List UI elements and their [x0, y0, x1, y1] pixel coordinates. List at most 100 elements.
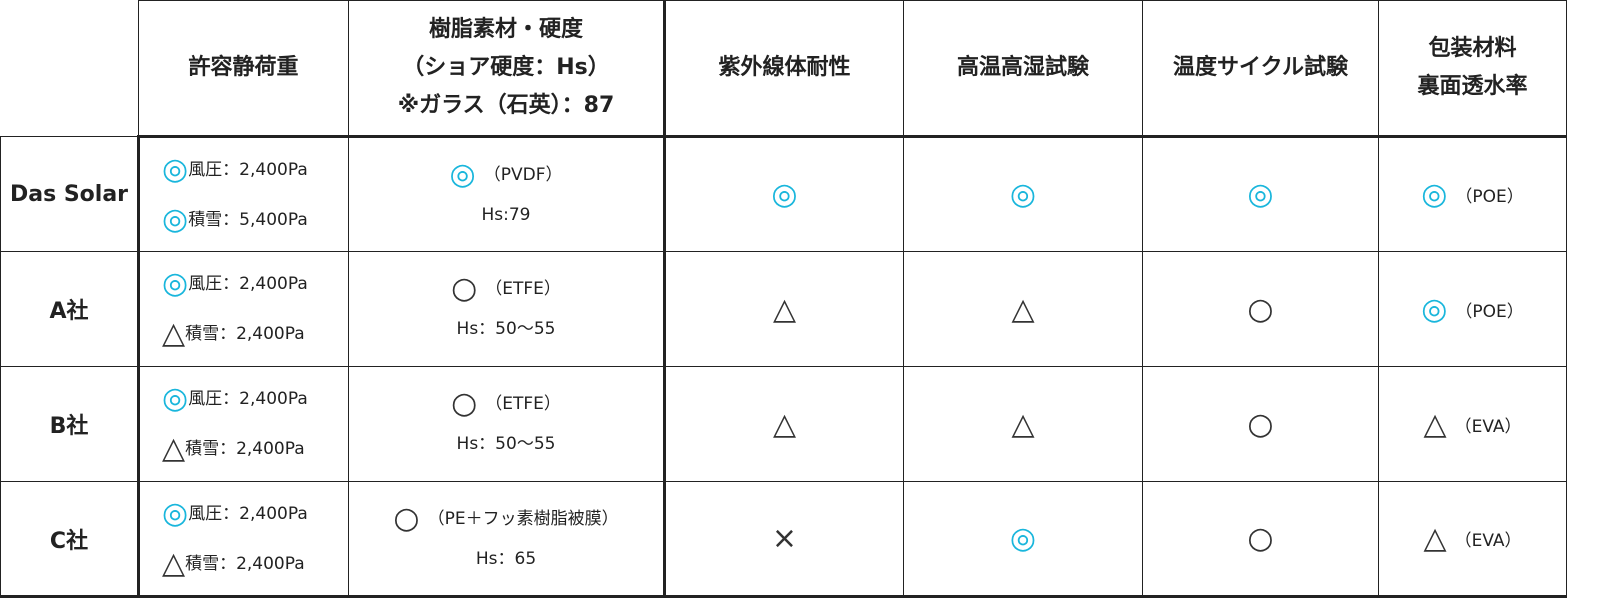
table-row: C社 ◎風圧：2,400Pa △積雪：2,400Pa ○（PE＋フッ素樹脂被膜）…	[0, 481, 1567, 598]
rating-icon: ◎	[162, 266, 189, 301]
header-packaging: 包装材料 裏面透水率	[1378, 0, 1567, 138]
table-row: A社 ◎風圧：2,400Pa △積雪：2,400Pa ○（ETFE） Hs：50…	[0, 251, 1567, 367]
resin-line: ○ （ETFE）	[349, 384, 663, 424]
packaging-cell: △ （EVA）	[1378, 481, 1567, 598]
row-label: B社	[0, 366, 140, 482]
resin-cell: ○ （ETFE） Hs：50〜55	[348, 251, 666, 367]
uv-cell: ◎	[664, 136, 904, 252]
snow-text: 積雪：2,400Pa	[185, 324, 305, 344]
packaging-cell: ◎ （POE）	[1378, 251, 1567, 367]
corner-cell	[0, 0, 139, 137]
heat-cell: △	[903, 251, 1143, 367]
rating-icon: ○	[451, 386, 478, 421]
header-resin-line1: 樹脂素材・硬度	[428, 17, 583, 42]
rating-icon: ◎	[1421, 291, 1448, 327]
static-load-cell: ◎風圧：2,400Pa △積雪：2,400Pa	[138, 251, 349, 367]
header-resin-line3: ※ガラス（石英）：87	[397, 93, 615, 118]
rating-icon: △	[1423, 406, 1447, 442]
rating-icon: ◎	[1009, 521, 1037, 556]
snow-line: △積雪：2,400Pa	[162, 539, 348, 589]
header-packaging-line1: 包装材料	[1428, 36, 1517, 61]
rating-icon: ◎	[162, 495, 189, 531]
rating-icon: ○	[451, 271, 478, 306]
table-row: B社 ◎風圧：2,400Pa △積雪：2,400Pa ○（ETFE） Hs：50…	[0, 366, 1567, 482]
snow-text: 積雪：5,400Pa	[188, 209, 308, 230]
resin-text: （ETFE）	[485, 394, 561, 414]
wind-line: ◎風圧：2,400Pa	[162, 374, 348, 424]
header-packaging-line2: 裏面透水率	[1417, 74, 1528, 99]
resin-hs: Hs：50〜55	[456, 434, 556, 454]
resin-hs: Hs：65	[475, 548, 537, 569]
resin-line: ○ （ETFE）	[349, 269, 663, 309]
cycle-cell: ○	[1142, 481, 1379, 598]
wind-text: 風圧：2,400Pa	[188, 274, 308, 294]
static-load-cell: ◎風圧：2,400Pa △積雪：2,400Pa	[138, 366, 349, 482]
wind-text: 風圧：2,400Pa	[188, 389, 308, 409]
wind-text: 風圧：2,400Pa	[188, 503, 308, 524]
table-row: Das Solar ◎風圧：2,400Pa ◎積雪：5,400Pa ◎（PVDF…	[0, 136, 1567, 252]
resin-cell: ○ （PE＋フッ素樹脂被膜） Hs：65	[348, 481, 666, 598]
rating-icon: ○	[1247, 521, 1274, 556]
resin-cell: ○ （ETFE） Hs：50〜55	[348, 366, 666, 482]
rating-icon: ◎	[1247, 177, 1274, 212]
packaging-cell: ◎（POE）	[1378, 136, 1567, 252]
rating-icon: ◎	[449, 156, 476, 192]
heat-cell: ◎	[903, 136, 1143, 252]
row-label: A社	[0, 251, 140, 367]
resin-line: ○ （PE＋フッ素樹脂被膜）	[349, 499, 663, 539]
snow-text: 積雪：2,400Pa	[185, 553, 305, 574]
packaging-text: （POE）	[1455, 301, 1524, 322]
rating-icon: ◎	[771, 177, 798, 212]
packaging-text: （EVA）	[1454, 531, 1522, 551]
rating-icon: ×	[771, 521, 798, 556]
uv-cell: △	[664, 251, 904, 367]
static-load-cell: ◎風圧：2,400Pa △積雪：2,400Pa	[138, 481, 349, 598]
rating-icon: △	[1011, 406, 1035, 442]
header-row: 許容静荷重 樹脂素材・硬度 （ショア硬度：Hs） ※ガラス（石英）：87 紫外線…	[0, 0, 1567, 138]
snow-line: △積雪：2,400Pa	[162, 424, 348, 474]
rating-icon: △	[1423, 521, 1447, 556]
wind-text: 風圧：2,400Pa	[188, 159, 308, 180]
packaging-text: （EVA）	[1454, 416, 1522, 437]
rating-icon: △	[162, 431, 186, 466]
rating-icon: ○	[393, 500, 420, 536]
header-uv: 紫外線体耐性	[664, 0, 904, 138]
wind-line: ◎風圧：2,400Pa	[162, 259, 348, 309]
resin-text: （PVDF）	[483, 164, 563, 185]
rating-icon: △	[772, 406, 797, 442]
heat-cell: △	[903, 366, 1143, 482]
row-label: Das Solar	[0, 136, 140, 252]
rating-icon: ○	[1247, 291, 1274, 327]
resin-text: （ETFE）	[485, 279, 561, 299]
header-resin-line2: （ショア硬度：Hs）	[402, 55, 610, 80]
snow-text: 積雪：2,400Pa	[185, 439, 305, 459]
cycle-cell: ○	[1142, 366, 1379, 482]
header-resin: 樹脂素材・硬度 （ショア硬度：Hs） ※ガラス（石英）：87	[348, 0, 666, 138]
header-temp-cycle: 温度サイクル試験	[1142, 0, 1379, 138]
rating-icon: ◎	[162, 201, 189, 237]
uv-cell: △	[664, 366, 904, 482]
resin-hs: Hs：50〜55	[456, 319, 556, 339]
resin-cell: ◎ （PVDF） Hs:79	[348, 136, 666, 252]
rating-icon: ○	[1247, 406, 1274, 442]
rating-icon: ◎	[162, 151, 189, 187]
rating-icon: △	[162, 545, 186, 581]
cycle-cell: ○	[1142, 251, 1379, 367]
rating-icon: △	[772, 291, 797, 327]
row-label: C社	[0, 481, 140, 598]
snow-line: △積雪：2,400Pa	[162, 309, 348, 359]
snow-line: ◎積雪：5,400Pa	[162, 195, 348, 245]
rating-icon: ◎	[1009, 177, 1037, 212]
rating-icon: ◎	[1421, 177, 1448, 212]
comparison-table: 許容静荷重 樹脂素材・硬度 （ショア硬度：Hs） ※ガラス（石英）：87 紫外線…	[0, 0, 1567, 598]
header-heat-humidity: 高温高湿試験	[903, 0, 1143, 138]
resin-text: （PE＋フッ素樹脂被膜）	[427, 508, 619, 529]
wind-line: ◎風圧：2,400Pa	[162, 145, 348, 195]
uv-cell: ×	[664, 481, 904, 598]
resin-hs: Hs:79	[481, 204, 531, 225]
packaging-cell: △ （EVA）	[1378, 366, 1567, 482]
cycle-cell: ◎	[1142, 136, 1379, 252]
static-load-cell: ◎風圧：2,400Pa ◎積雪：5,400Pa	[138, 136, 349, 252]
header-static-load: 許容静荷重	[138, 0, 349, 138]
rating-icon: △	[1011, 291, 1035, 327]
